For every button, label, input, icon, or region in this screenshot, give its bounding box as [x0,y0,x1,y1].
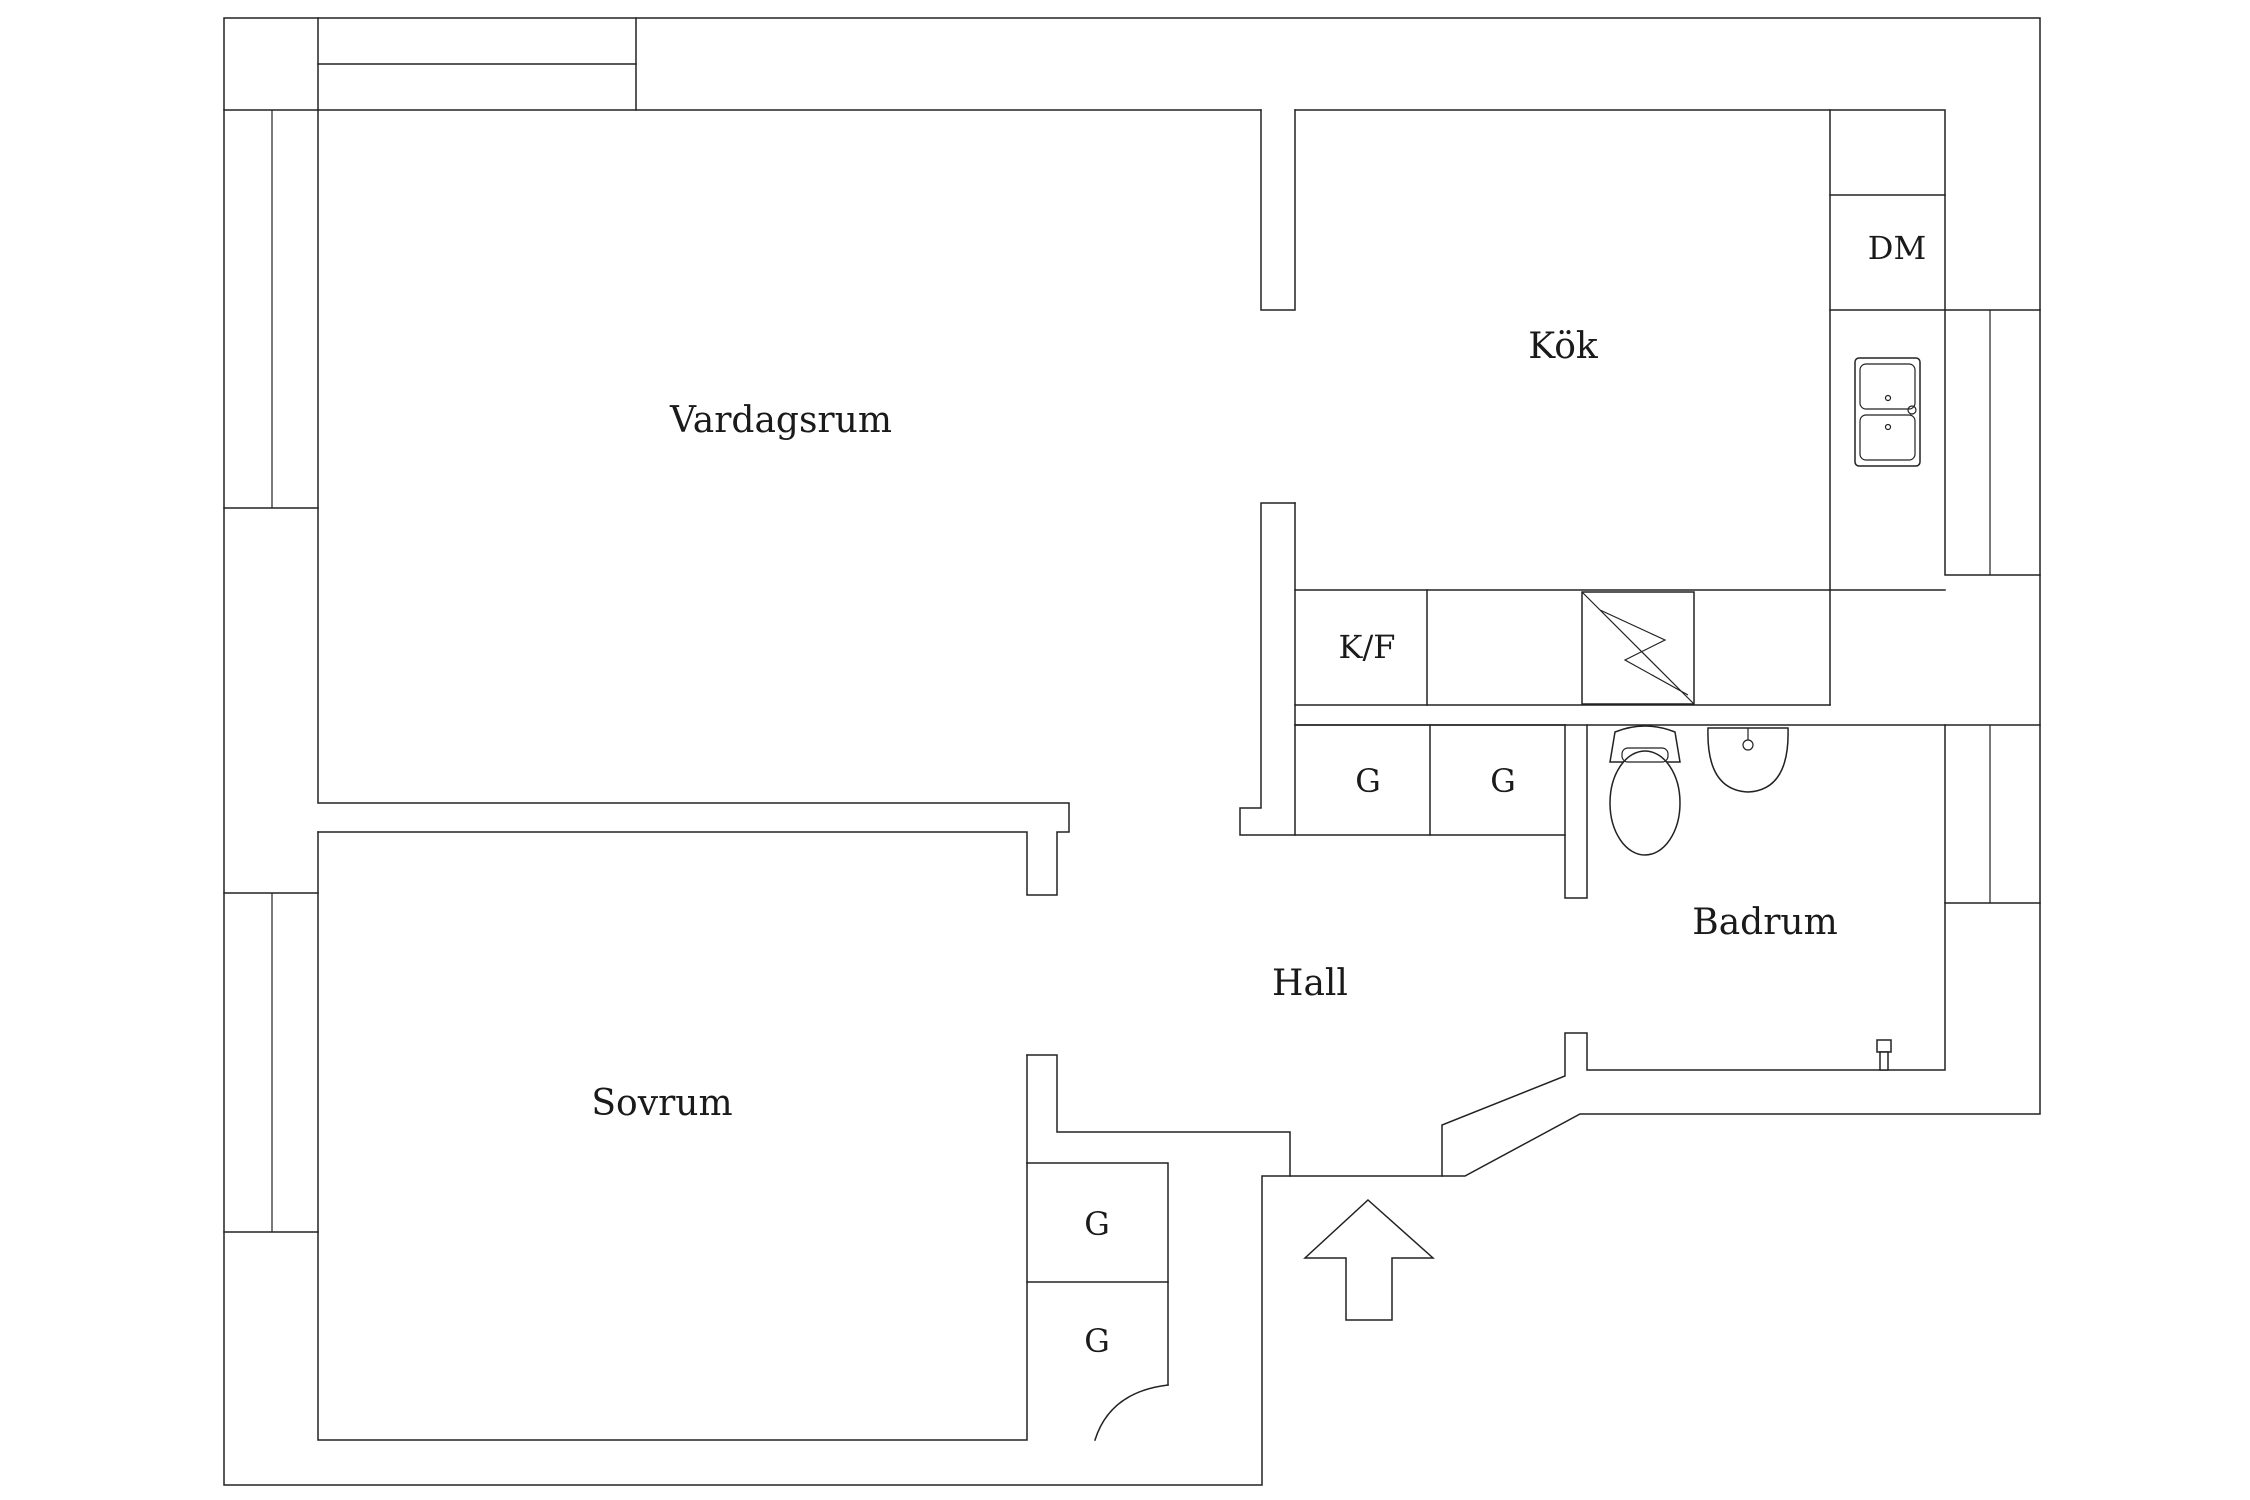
bedroom-walls [317,831,1291,1441]
fridge-freezer-label: K/F [1339,628,1396,666]
hall-label: Hall [1272,963,1348,1004]
partition-hall-closets [1239,502,1588,899]
wardrobe-label: G [1490,762,1516,800]
floor-drain-icon [1876,1039,1892,1071]
stove-icon [1581,591,1695,705]
dishwasher-label: DM [1868,229,1926,267]
bathroom-walls [1441,724,2041,1177]
top-built-in-storage [317,17,637,111]
wardrobe-label: G [1355,762,1381,800]
wash-basin-icon [1707,727,1789,793]
entrance-arrow-icon [1303,1198,1435,1321]
left-windows [223,109,319,1233]
bedroom-label: Sovrum [591,1083,732,1124]
living-room-label: Vardagsrum [669,400,892,441]
toilet-icon [1609,725,1681,856]
outer-walls [223,17,2041,1486]
kitchen-label: Kök [1528,326,1599,367]
bathroom-label: Badrum [1692,902,1838,943]
kitchen-walls [1294,109,2041,726]
living-room-walls [317,109,1296,896]
wardrobe-label: G [1084,1205,1110,1243]
wardrobe-label: G [1084,1322,1110,1360]
double-sink-icon [1854,357,1921,467]
